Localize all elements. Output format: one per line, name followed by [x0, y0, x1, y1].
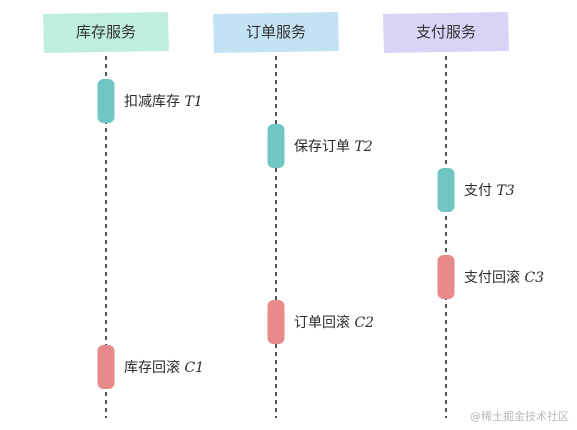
service-header-inventory: 库存服务 [43, 12, 169, 53]
service-header-box [383, 12, 509, 53]
activation-bar [267, 124, 285, 168]
activation-bar [267, 300, 285, 344]
activation-bar [97, 79, 115, 123]
step-t2: 保存订单 T2 [267, 124, 373, 168]
service-header-label: 订单服务 [246, 23, 306, 41]
step-label: 扣减库存 T1 [124, 94, 203, 110]
step-label: 保存订单 T2 [294, 139, 373, 155]
service-header-box [213, 12, 339, 53]
step-t3: 支付 T3 [437, 168, 515, 212]
watermark: @稀土掘金技术社区 [470, 410, 569, 423]
service-header-order: 订单服务 [213, 12, 339, 53]
step-t1: 扣减库存 T1 [97, 79, 203, 123]
steps: 扣减库存 T1 保存订单 T2 支付 T3 支付回滚 C3 订单回滚 C2 库存回滚 C1 [97, 79, 544, 389]
activation-bar [97, 345, 115, 389]
step-c3: 支付回滚 C3 [437, 255, 544, 299]
step-label: 库存回滚 C1 [124, 359, 204, 376]
activation-bar [437, 255, 455, 299]
activation-bar [437, 168, 455, 212]
service-headers: 库存服务 订单服务 支付服务 [43, 12, 509, 53]
step-label: 支付 T3 [464, 183, 515, 199]
service-header-payment: 支付服务 [383, 12, 509, 53]
service-header-box [43, 12, 169, 53]
service-header-label: 支付服务 [416, 23, 476, 41]
step-label: 订单回滚 C2 [294, 314, 374, 331]
step-c2: 订单回滚 C2 [267, 300, 374, 344]
service-header-label: 库存服务 [76, 23, 136, 41]
step-label: 支付回滚 C3 [464, 269, 544, 286]
step-c1: 库存回滚 C1 [97, 345, 204, 389]
